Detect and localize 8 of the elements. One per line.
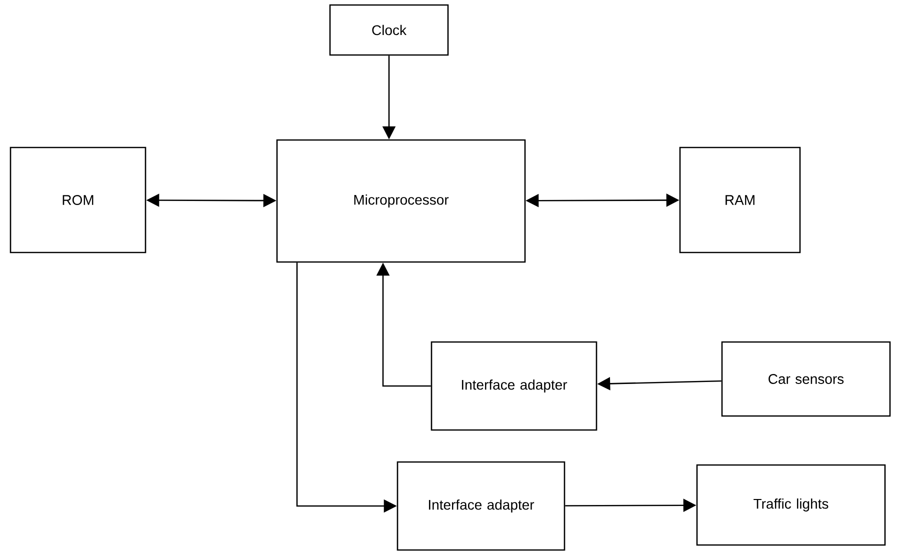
block-box: Car sensors [721, 341, 891, 417]
block-box: RAM [679, 146, 801, 254]
block-box: Interface adapter [430, 341, 598, 431]
block-box: Interface adapter [396, 461, 566, 551]
block-box: Traffic lights [696, 464, 886, 546]
block-box: ROM [10, 146, 146, 254]
block-box: Microprocessor [276, 139, 526, 263]
block-box: Clock [329, 4, 449, 56]
